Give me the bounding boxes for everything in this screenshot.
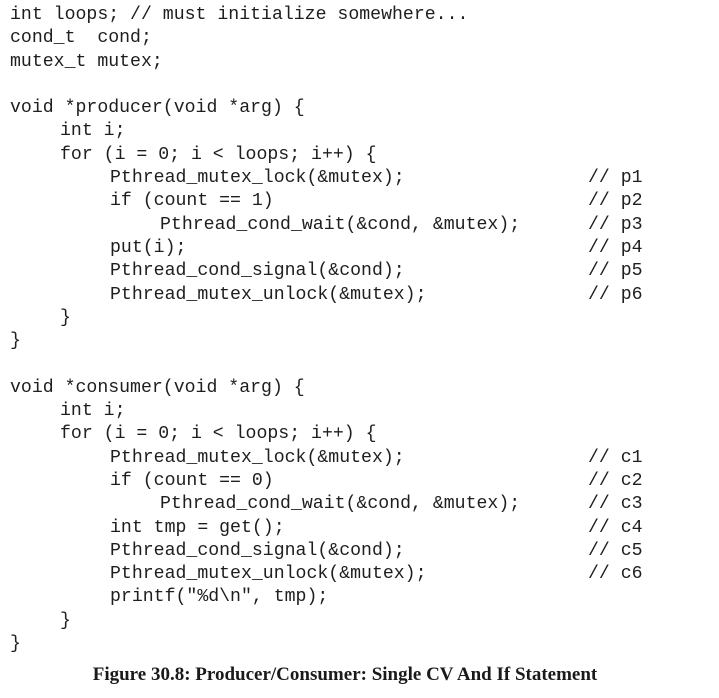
code-text: int tmp = get(); xyxy=(110,517,285,538)
code-line: int loops; // must initialize somewhere.… xyxy=(10,4,710,27)
code-line: } xyxy=(10,307,710,330)
line-comment: // p3 xyxy=(588,214,643,235)
line-comment: // p6 xyxy=(588,284,643,305)
code-line: Pthread_cond_signal(&cond); // p5 xyxy=(10,260,710,283)
code-text: int i; xyxy=(60,121,126,142)
code-line: void *consumer(void *arg) { xyxy=(10,377,710,400)
code-text: } xyxy=(60,307,71,328)
code-text: mutex_t mutex; xyxy=(10,51,163,72)
code-text: } xyxy=(10,331,21,352)
code-text: Pthread_cond_signal(&cond); xyxy=(110,540,405,561)
code-line: Pthread_mutex_unlock(&mutex); // p6 xyxy=(10,284,710,307)
code-line: if (count == 0) // c2 xyxy=(10,470,710,493)
code-line: Pthread_cond_wait(&cond, &mutex); // p3 xyxy=(10,214,710,237)
code-line: int tmp = get(); // c4 xyxy=(10,517,710,540)
line-comment: // p2 xyxy=(588,191,643,212)
code-line: cond_t cond; xyxy=(10,27,710,50)
line-comment: // c5 xyxy=(588,540,643,561)
code-text: Pthread_mutex_unlock(&mutex); xyxy=(110,284,427,305)
code-line: Pthread_cond_wait(&cond, &mutex); // c3 xyxy=(10,493,710,516)
code-line xyxy=(10,74,710,97)
line-comment: // p4 xyxy=(588,237,643,258)
code-text: int loops; // must initialize somewhere.… xyxy=(10,5,469,25)
code-text: Pthread_cond_wait(&cond, &mutex); xyxy=(160,214,521,235)
code-text: if (count == 0) xyxy=(110,470,274,491)
code-line: Pthread_mutex_lock(&mutex); // p1 xyxy=(10,167,710,190)
code-line: Pthread_cond_signal(&cond); // c5 xyxy=(10,540,710,563)
line-comment: // c6 xyxy=(588,564,643,585)
code-text: for (i = 0; i < loops; i++) { xyxy=(60,144,377,165)
line-comment: // c1 xyxy=(588,447,643,468)
code-line: int i; xyxy=(10,400,710,423)
code-line: int i; xyxy=(10,120,710,143)
code-line: put(i); // p4 xyxy=(10,237,710,260)
line-comment: // c4 xyxy=(588,517,643,538)
code-text: put(i); xyxy=(110,237,187,258)
code-text: int i; xyxy=(60,401,126,422)
code-line xyxy=(10,353,710,376)
code-line: void *producer(void *arg) { xyxy=(10,97,710,120)
code-text: Pthread_mutex_lock(&mutex); xyxy=(110,168,405,189)
code-text: Pthread_mutex_lock(&mutex); xyxy=(110,447,405,468)
code-text: void *consumer(void *arg) { xyxy=(10,377,305,398)
code-line: } xyxy=(10,610,710,633)
code-line: for (i = 0; i < loops; i++) { xyxy=(10,423,710,446)
code-text: } xyxy=(60,610,71,631)
figure-caption: Figure 30.8: Producer/Consumer: Single C… xyxy=(92,664,598,685)
code-text: Pthread_cond_signal(&cond); xyxy=(110,261,405,282)
code-text: void *producer(void *arg) { xyxy=(10,98,305,119)
code-line: if (count == 1) // p2 xyxy=(10,190,710,213)
code-text: printf("%d\n", tmp); xyxy=(110,587,329,608)
line-comment: // p5 xyxy=(588,261,643,282)
code-line: } xyxy=(10,330,710,353)
code-line: Pthread_mutex_lock(&mutex); // c1 xyxy=(10,447,710,470)
code-text: } xyxy=(10,634,21,655)
code-text: cond_t cond; xyxy=(10,28,152,49)
line-comment: // p1 xyxy=(588,168,643,189)
code-line: } xyxy=(10,633,710,656)
code-line: for (i = 0; i < loops; i++) { xyxy=(10,144,710,167)
code-line: mutex_t mutex; xyxy=(10,51,710,74)
code-line: printf("%d\n", tmp); xyxy=(10,586,710,609)
line-comment: // c2 xyxy=(588,470,643,491)
code-line: Pthread_mutex_unlock(&mutex); // c6 xyxy=(10,563,710,586)
code-listing: int loops; // must initialize somewhere.… xyxy=(10,4,710,656)
code-text: Pthread_mutex_unlock(&mutex); xyxy=(110,564,427,585)
code-text: for (i = 0; i < loops; i++) { xyxy=(60,424,377,445)
line-comment: // c3 xyxy=(588,494,643,515)
code-text: Pthread_cond_wait(&cond, &mutex); xyxy=(160,494,521,515)
code-text: if (count == 1) xyxy=(110,191,274,212)
